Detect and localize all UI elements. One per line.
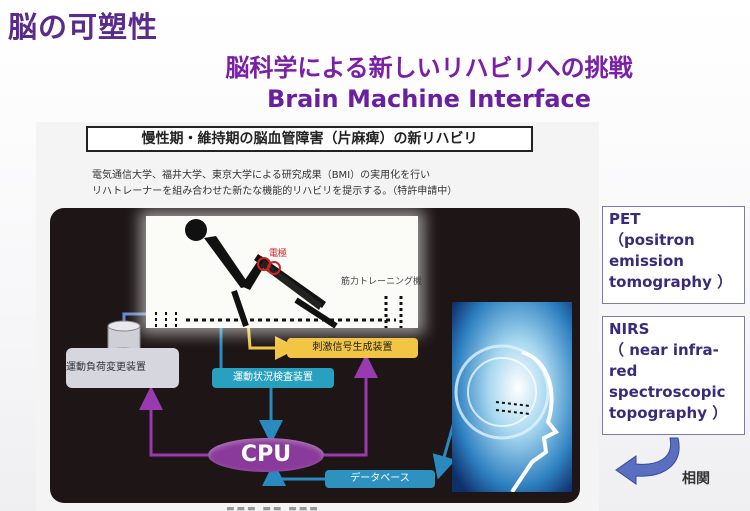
muscle-trainer-label: 筋力トレーニング機 (341, 277, 423, 287)
caption-fragment: ▬▬▬ ▬▬ ▬▬▬ (226, 504, 320, 511)
nirs-info-box: NIRS （ near infra- red spectroscopic top… (602, 316, 745, 435)
nirs-line-3: red (609, 362, 638, 380)
slide-title: 脳の可塑性 (8, 10, 159, 44)
cpu-node: CPU (208, 438, 324, 472)
nirs-line-2: （ near infra- (609, 341, 719, 359)
bmi-figure: 慢性期・維持期の脳血管障害（片麻痺）の新リハビリ 電気通信大学、福井大学、東京大… (36, 122, 599, 511)
pet-line-2: （positron (609, 231, 695, 249)
correlation-label: 相関 (682, 471, 710, 487)
trainer-figure-icon (155, 219, 403, 328)
pet-line-4: tomography ） (609, 273, 733, 291)
curved-arrow-icon (615, 437, 680, 485)
figure-header: 慢性期・維持期の脳血管障害（片麻痺）の新リハビリ (86, 126, 533, 152)
nirs-line-5: topography ） (609, 404, 728, 422)
load-change-device: 運動負荷変更装置 (66, 348, 179, 388)
pet-line-1: PET (609, 210, 641, 228)
electrode-label: 電極 (269, 249, 288, 259)
nirs-line-1: NIRS (609, 320, 650, 338)
stimulation-signal-device: 刺激信号生成装置 (287, 338, 418, 358)
figure-description-line1: 電気通信大学、福井大学、東京大学による研究成果（BMI）の実用化を行い (92, 170, 431, 181)
subtitle-english: Brain Machine Interface (266, 85, 592, 113)
brain-scan-head-icon (452, 302, 572, 492)
pet-info-box: PET （positron emission tomography ） (602, 206, 745, 304)
subtitle-japanese: 脳科学による新しいリハビリへの挑戦 (225, 54, 633, 82)
nirs-line-4: spectroscopic (609, 383, 726, 401)
motion-check-device: 運動状況検査装置 (212, 368, 334, 388)
muscle-trainer-illustration (146, 216, 418, 328)
pet-line-3: emission (609, 252, 684, 270)
database-node: データベース (325, 470, 435, 488)
figure-description-line2: リハトレーナーを組み合わせた新たな機能的リハビリを提示する。（特許申請中） (92, 186, 458, 197)
